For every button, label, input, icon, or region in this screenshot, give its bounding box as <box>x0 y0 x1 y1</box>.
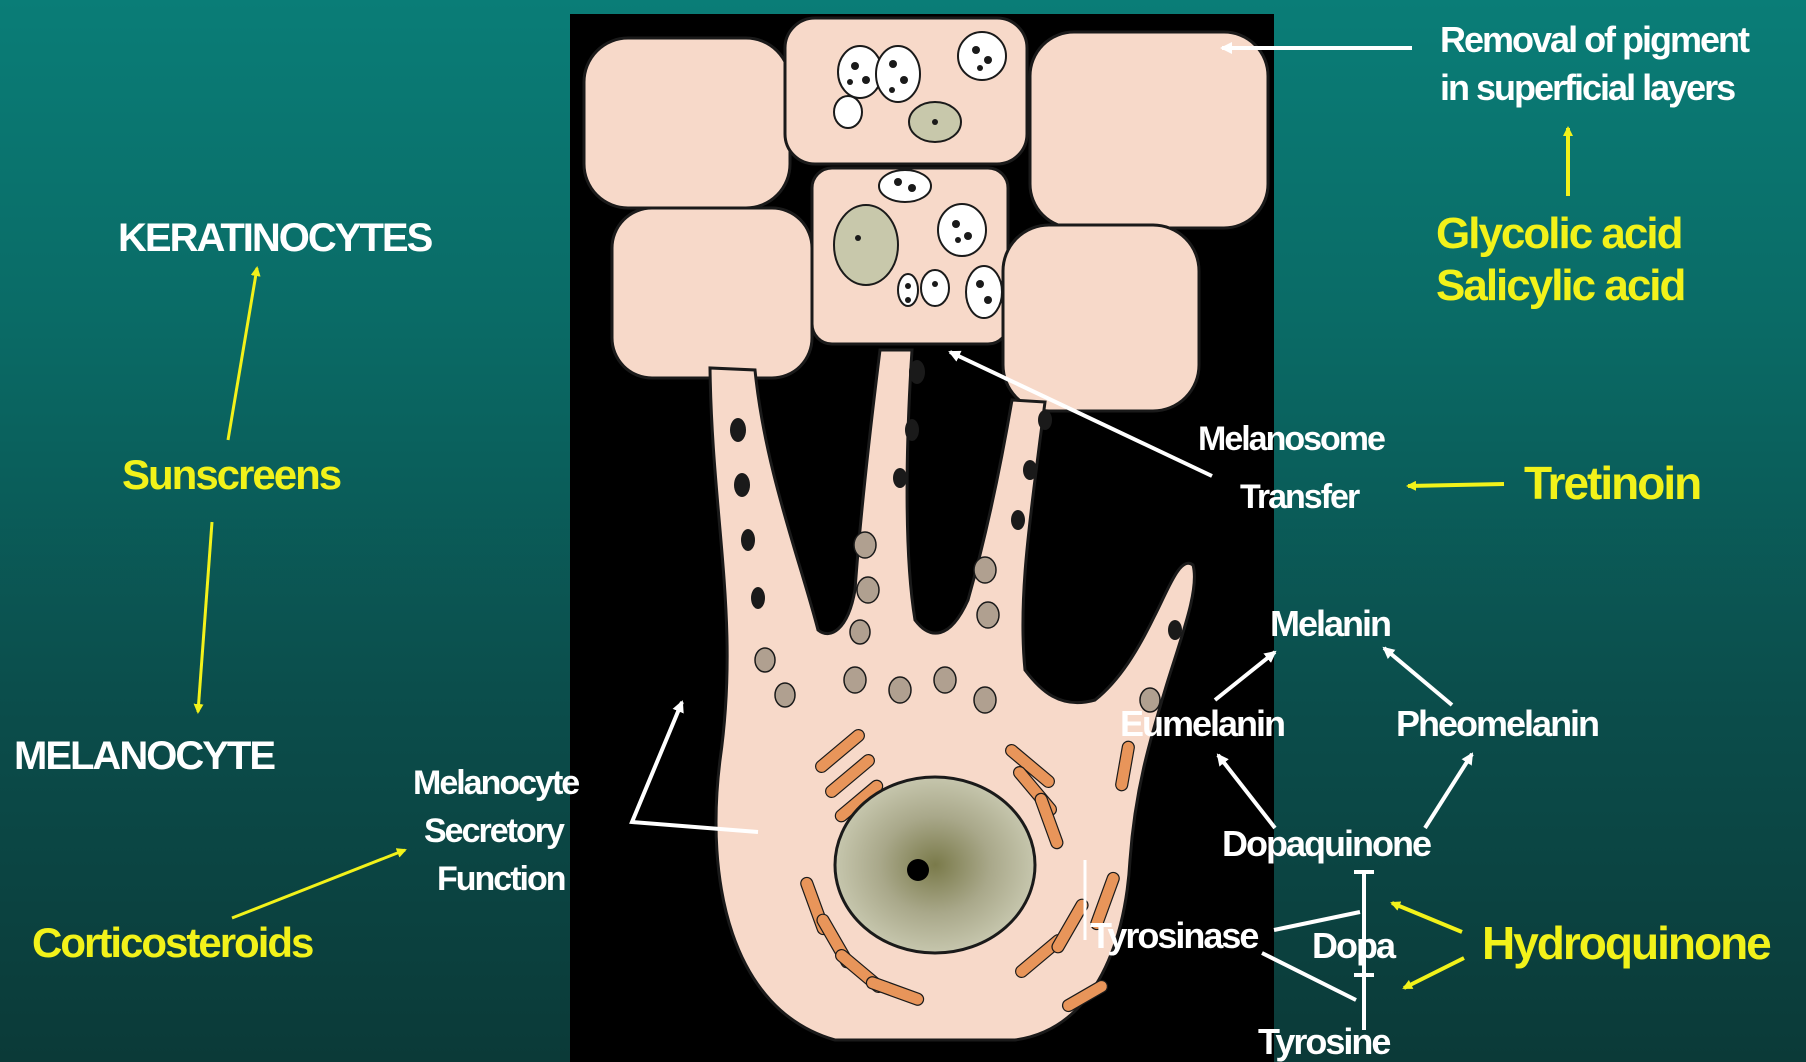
keratinocyte-cell <box>1003 225 1199 411</box>
arrow-pheomelanin-melanin <box>1384 648 1452 705</box>
label-tyrosinase: Tyrosinase <box>1090 918 1257 954</box>
arrow-dopaquinone-pheomelanin <box>1425 754 1472 828</box>
keratinocyte-cell <box>612 208 812 378</box>
label-secretory-line3: Function <box>437 862 565 896</box>
label-transfer: Transfer <box>1240 480 1358 514</box>
label-secretory-line1: Melanocyte <box>413 766 578 800</box>
label-dopaquinone: Dopaquinone <box>1222 826 1430 862</box>
label-melanocyte: MELANOCYTE <box>14 736 274 776</box>
melanocyte-nucleus <box>835 777 1035 953</box>
label-keratinocytes: KERATINOCYTES <box>118 218 431 258</box>
label-melanosome: Melanosome <box>1198 422 1384 456</box>
label-sunscreens: Sunscreens <box>122 454 340 496</box>
label-salicylic-acid: Salicylic acid <box>1436 264 1684 308</box>
arrow-hydroquinone-lower <box>1404 958 1464 988</box>
label-removal-line1: Removal of pigment <box>1440 22 1748 58</box>
arrow-tretinoin-transfer <box>1408 484 1504 486</box>
label-secretory-line2: Secretory <box>424 814 563 848</box>
arrow-sunscreens-melanocyte <box>198 522 212 712</box>
label-pheomelanin: Pheomelanin <box>1396 706 1598 742</box>
keratinocyte-cell <box>1030 32 1268 228</box>
keratinocyte-cell <box>584 38 790 208</box>
label-melanin: Melanin <box>1270 606 1390 642</box>
label-dopa: Dopa <box>1312 928 1394 964</box>
nucleolus <box>907 859 929 881</box>
arrow-hydroquinone-upper <box>1392 903 1462 932</box>
label-hydroquinone: Hydroquinone <box>1482 920 1770 966</box>
label-eumelanin: Eumelanin <box>1120 706 1284 742</box>
label-glycolic-acid: Glycolic acid <box>1436 212 1681 256</box>
label-corticosteroids: Corticosteroids <box>32 922 312 964</box>
label-tretinoin: Tretinoin <box>1524 460 1700 506</box>
arrow-sunscreens-keratinocytes <box>228 268 257 440</box>
arrow-corticosteroids-secretory <box>232 850 405 918</box>
label-tyrosine: Tyrosine <box>1258 1024 1389 1060</box>
label-removal-line2: in superficial layers <box>1440 70 1734 106</box>
